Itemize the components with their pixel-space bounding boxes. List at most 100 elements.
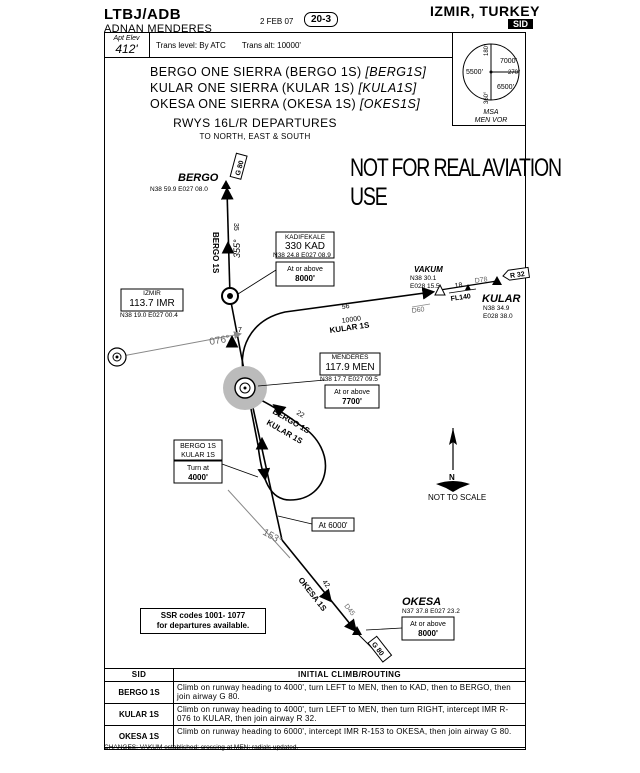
procedure-title-1: BERGO ONE SIERRA (BERGO 1S) [BERG1S] xyxy=(150,65,427,79)
trans-info: Trans level: By ATC Trans alt: 10000' xyxy=(156,41,315,50)
kular-dist: 56 xyxy=(341,303,350,311)
route-kad-bergo xyxy=(220,186,234,297)
kad-alt-label: At or above xyxy=(287,266,323,273)
d78: D78 xyxy=(474,276,488,285)
msa-ref: MEN VOR xyxy=(475,117,508,124)
runway-subtitle: TO NORTH, EAST & SOUTH xyxy=(199,132,311,141)
msa-alt-se: 6500' xyxy=(497,84,514,91)
ssr-line2: for departures available. xyxy=(156,621,250,630)
okesa-coords: N37 37.8 E027 23.2 xyxy=(402,608,460,615)
bergo-name: BERGO xyxy=(178,172,219,184)
fl140: FL140 xyxy=(450,293,471,303)
bergo-triangle xyxy=(221,180,231,189)
col-routing: INITIAL CLIMB/ROUTING xyxy=(173,668,526,682)
turn-box-line1: BERGO 1S xyxy=(180,443,216,450)
page-number: 20-3 xyxy=(304,12,339,27)
imr-freq: 113.7 IMR xyxy=(129,298,174,309)
men-coords: N38 17.7 E027 09.5 xyxy=(320,376,378,383)
trans-alt: Trans alt: 10000' xyxy=(241,41,301,50)
bergo-dist: 35 xyxy=(232,223,239,231)
dist-18: 18 xyxy=(454,282,463,290)
men-name: MENDERES xyxy=(332,354,370,361)
table-row: BERGO 1S Climb on runway heading to 4000… xyxy=(104,681,526,704)
changes-note: CHANGES: VAKUM established; crossing at … xyxy=(104,744,299,751)
kular-alt: 10000 xyxy=(341,315,361,325)
scale-note: NOT TO SCALE xyxy=(428,493,486,502)
chart-type-badge: SID xyxy=(508,19,534,29)
imr-vor-icon xyxy=(107,347,127,367)
procedure-title-2: KULAR ONE SIERRA (KULAR 1S) [KULA1S] xyxy=(150,81,417,95)
table-row: KULAR 1S Climb on runway heading to 4000… xyxy=(104,703,526,726)
svg-text:R 32: R 32 xyxy=(510,271,526,280)
msa-alt-ne: 7000' xyxy=(500,58,517,65)
bergo-leg-label: BERGO 1S xyxy=(211,232,220,274)
men-alt-label: At or above xyxy=(334,389,370,396)
imr-coords: N38 19.0 E027 00.4 xyxy=(120,312,178,319)
chart-frame xyxy=(104,32,526,750)
route-arrow-6 xyxy=(318,588,333,603)
imr-name: IZMIR xyxy=(143,290,161,297)
d45: D45 xyxy=(342,603,355,618)
radial-076-line xyxy=(116,331,242,358)
route-okesa xyxy=(281,539,358,633)
kad-freq: 330 KAD xyxy=(285,241,325,252)
turn-box-alt xyxy=(173,460,223,484)
msa-diagram: 180° 270° 360° 7000' 5500' 6500' MSA MEN… xyxy=(462,43,521,124)
row-sid: OKESA 1S xyxy=(104,725,174,748)
okesa-alt: 8000' xyxy=(418,629,438,638)
at-6000: At 6000' xyxy=(318,521,348,530)
row-routing: Climb on runway heading to 6000', interc… xyxy=(173,725,526,748)
vakum-name: VAKUM xyxy=(414,265,443,274)
kular-name: KULAR xyxy=(482,293,521,305)
okesa-name: OKESA xyxy=(402,596,441,608)
at-6000-box xyxy=(311,517,355,532)
vakum-coords2: E028 15.5 xyxy=(410,283,440,290)
vakum-triangle xyxy=(434,283,446,296)
turn-box-line4: 4000' xyxy=(188,473,208,482)
kad-box xyxy=(275,231,335,259)
msa-bearing-bottom: 360° xyxy=(484,91,490,104)
men-freq: 117.9 MEN xyxy=(325,362,374,373)
okesa-airway-box: G 80 xyxy=(367,635,393,663)
row-sid: BERGO 1S xyxy=(104,681,174,704)
okesa-triangle xyxy=(352,626,362,635)
kular-airway-box: R 32 xyxy=(502,266,531,281)
radial-076: 076° xyxy=(209,334,231,348)
kad-name: KADIFEKALE xyxy=(285,234,326,241)
imr-box xyxy=(120,288,184,312)
msa-center xyxy=(489,70,493,74)
info-bar xyxy=(104,32,452,58)
okesa-dist: 42 xyxy=(320,579,330,590)
chart-date: 2 FEB 07 xyxy=(260,17,294,26)
kular-coords1: N38 34.9 xyxy=(483,305,510,312)
svg-text:N: N xyxy=(449,473,455,482)
kad-alt: 8000' xyxy=(295,274,315,283)
dist-22: 22 xyxy=(295,410,305,420)
row-routing: Climb on runway heading to 4000', turn L… xyxy=(173,681,526,704)
bergo-radial: 355° xyxy=(232,239,242,258)
table-row: OKESA 1S Climb on runway heading to 6000… xyxy=(104,725,526,748)
apt-elev-value: 412' xyxy=(115,42,138,56)
men-alt: 7700' xyxy=(342,397,362,406)
bergo-coords: N38 59.9 E027 08.0 xyxy=(150,186,208,193)
okesa-alt-label: At or above xyxy=(410,621,446,628)
turn-box-line3: Turn at xyxy=(187,465,209,472)
men-alt-box xyxy=(324,384,380,409)
apt-elev-box: Apt Elev 412' xyxy=(104,32,150,58)
procedure-titles: BERGO ONE SIERRA (BERGO 1S) [BERG1S] KUL… xyxy=(150,64,426,112)
svg-text:G 80: G 80 xyxy=(235,160,246,177)
airport-id: LTBJ/ADB xyxy=(104,6,182,23)
kad-alt-box xyxy=(275,261,335,287)
bergo-airway-box: G 80 xyxy=(229,152,248,180)
dist-7: 7 xyxy=(238,327,242,334)
trans-level: Trans level: By ATC xyxy=(156,41,226,50)
okesa-alt-box xyxy=(401,616,455,641)
radial-153-line xyxy=(227,489,291,559)
vakum-coords1: N38 30.1 xyxy=(410,275,437,282)
route-arrow-4 xyxy=(272,404,287,417)
location: IZMIR, TURKEY xyxy=(430,3,540,19)
turn-box-sids xyxy=(173,439,223,461)
kular-leg-label: KULAR 1S xyxy=(329,320,371,335)
apt-elev-label: Apt Elev xyxy=(113,35,140,42)
